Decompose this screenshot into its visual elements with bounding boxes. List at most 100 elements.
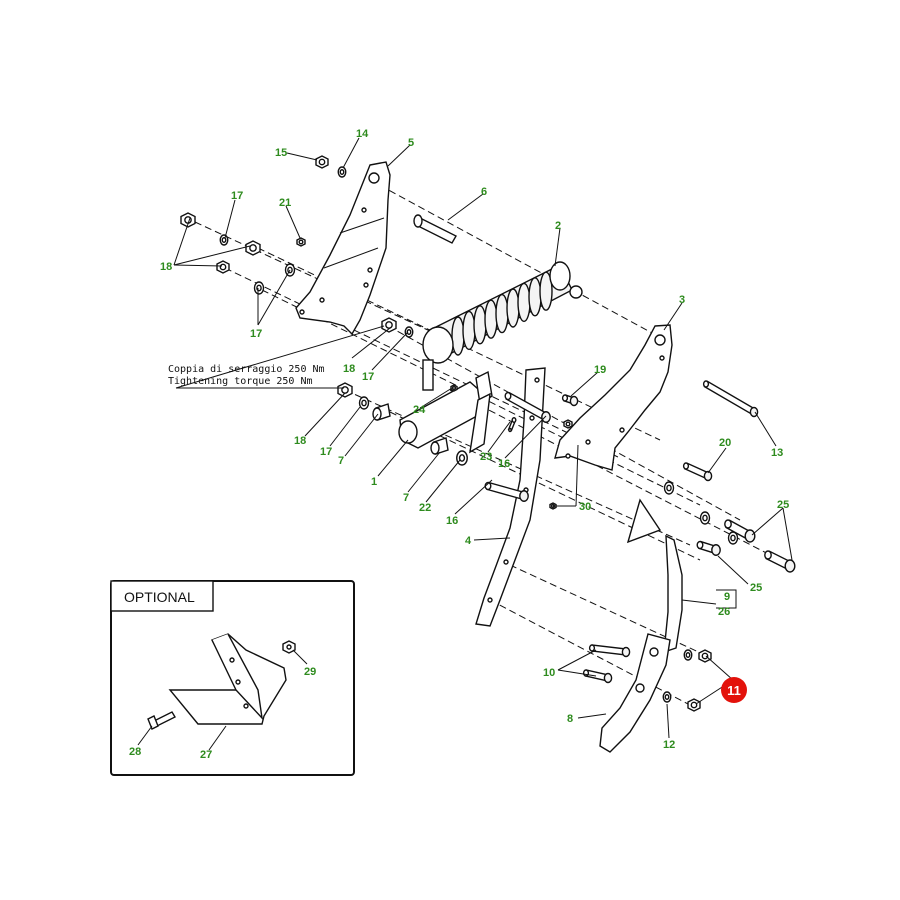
washer xyxy=(404,326,414,338)
washer-hole xyxy=(458,454,466,462)
bolt xyxy=(507,417,517,433)
callout-16-top: 16 xyxy=(498,458,510,470)
callout-17-mid: 17 xyxy=(362,371,374,383)
washer-hole xyxy=(685,652,691,658)
washer xyxy=(456,450,468,466)
bolt-tip xyxy=(682,462,690,470)
bolt-tip xyxy=(764,550,772,560)
spring-coil xyxy=(451,316,465,356)
callout-26: 26 xyxy=(718,606,730,618)
badge-11-label: 11 xyxy=(727,683,741,698)
callout-18-mid: 18 xyxy=(343,363,355,375)
washer xyxy=(663,481,675,495)
washer xyxy=(337,166,347,178)
washer-hole xyxy=(702,514,708,522)
washer xyxy=(699,511,711,525)
bolt xyxy=(682,462,713,482)
optional-bolt-28 xyxy=(147,711,176,730)
callout-28: 28 xyxy=(129,746,141,758)
hex-nut xyxy=(337,382,353,398)
hex-nut xyxy=(450,384,458,392)
nut-hole xyxy=(249,244,257,252)
callout-19: 19 xyxy=(594,364,606,376)
washer xyxy=(683,649,693,661)
nut-hole xyxy=(298,239,304,245)
bolt-head xyxy=(511,417,517,423)
hex-nut xyxy=(296,237,306,247)
bolt-tip xyxy=(702,380,710,388)
bolt-tip xyxy=(561,394,569,402)
washer-hole xyxy=(406,329,412,335)
hex-nut xyxy=(687,698,701,712)
spring-coil xyxy=(539,271,553,311)
callout-leaders xyxy=(173,137,793,739)
wedge-plate-30 xyxy=(626,498,662,544)
bolt xyxy=(484,481,529,502)
callout-14: 14 xyxy=(356,128,369,140)
washer-hole xyxy=(221,237,227,243)
highlight-badge-11[interactable]: 11 xyxy=(721,677,747,703)
bolt-head xyxy=(744,529,756,543)
spring-coil xyxy=(473,305,487,345)
nut-hole xyxy=(690,701,698,709)
bolt-head xyxy=(711,544,721,556)
bolt-head xyxy=(621,646,631,658)
optional-inset: OPTIONAL 29 28 27 xyxy=(110,580,355,776)
callout-7-low: 7 xyxy=(403,492,409,504)
washer-hole xyxy=(730,534,736,542)
point-strip-9 xyxy=(663,534,683,654)
bolt-tip xyxy=(696,540,704,550)
bolt-shank xyxy=(703,380,757,416)
washer-hole xyxy=(664,694,670,700)
hardware-parts xyxy=(180,155,796,712)
callout-27: 27 xyxy=(200,749,212,761)
callout-16-low: 16 xyxy=(446,515,458,527)
bushing-end xyxy=(372,407,382,421)
washer xyxy=(219,234,229,246)
hex-nut xyxy=(698,649,712,663)
washer-hole xyxy=(339,169,345,175)
nut-hole xyxy=(385,321,393,329)
washer xyxy=(253,281,265,295)
callout-3: 3 xyxy=(679,294,685,306)
bolt-head xyxy=(784,559,796,573)
washer xyxy=(727,531,739,545)
spring-assembly-2 xyxy=(422,261,583,391)
torque-note-italian: Coppia di serraggio 250 Nm xyxy=(168,364,325,375)
bolt-head xyxy=(703,470,713,482)
bolt-head xyxy=(749,406,759,418)
callout-7-left: 7 xyxy=(338,455,344,467)
nut-hole xyxy=(701,652,709,660)
bolt-shank xyxy=(590,644,628,656)
callout-25-top: 25 xyxy=(777,499,789,511)
bolt-head xyxy=(569,395,579,407)
callout-17-top: 17 xyxy=(231,190,243,202)
bolt xyxy=(724,519,756,543)
bolt-head xyxy=(541,411,551,423)
optional-title: OPTIONAL xyxy=(124,589,195,605)
callout-29: 29 xyxy=(304,666,316,678)
hex-nut xyxy=(315,155,329,169)
callout-22: 22 xyxy=(419,502,431,514)
bolt xyxy=(504,391,551,423)
bolt-tip xyxy=(724,519,732,529)
nut-hole xyxy=(318,158,326,166)
bolt xyxy=(561,394,579,407)
bolt xyxy=(588,644,631,658)
callout-9: 9 xyxy=(724,591,730,603)
callout-30: 30 xyxy=(579,501,591,513)
callout-23: 23 xyxy=(480,451,492,463)
callout-17-left: 17 xyxy=(250,328,262,340)
nut-hole xyxy=(184,216,192,224)
callout-5: 5 xyxy=(408,137,414,149)
callout-17-low: 17 xyxy=(320,446,332,458)
hex-nut xyxy=(245,240,261,256)
hex-nut xyxy=(563,419,573,429)
washer xyxy=(358,396,370,410)
bushing xyxy=(372,403,391,421)
point-8 xyxy=(599,633,671,753)
bolt xyxy=(764,550,796,573)
callout-18-left: 18 xyxy=(160,261,172,273)
bolt-tip xyxy=(588,644,596,652)
